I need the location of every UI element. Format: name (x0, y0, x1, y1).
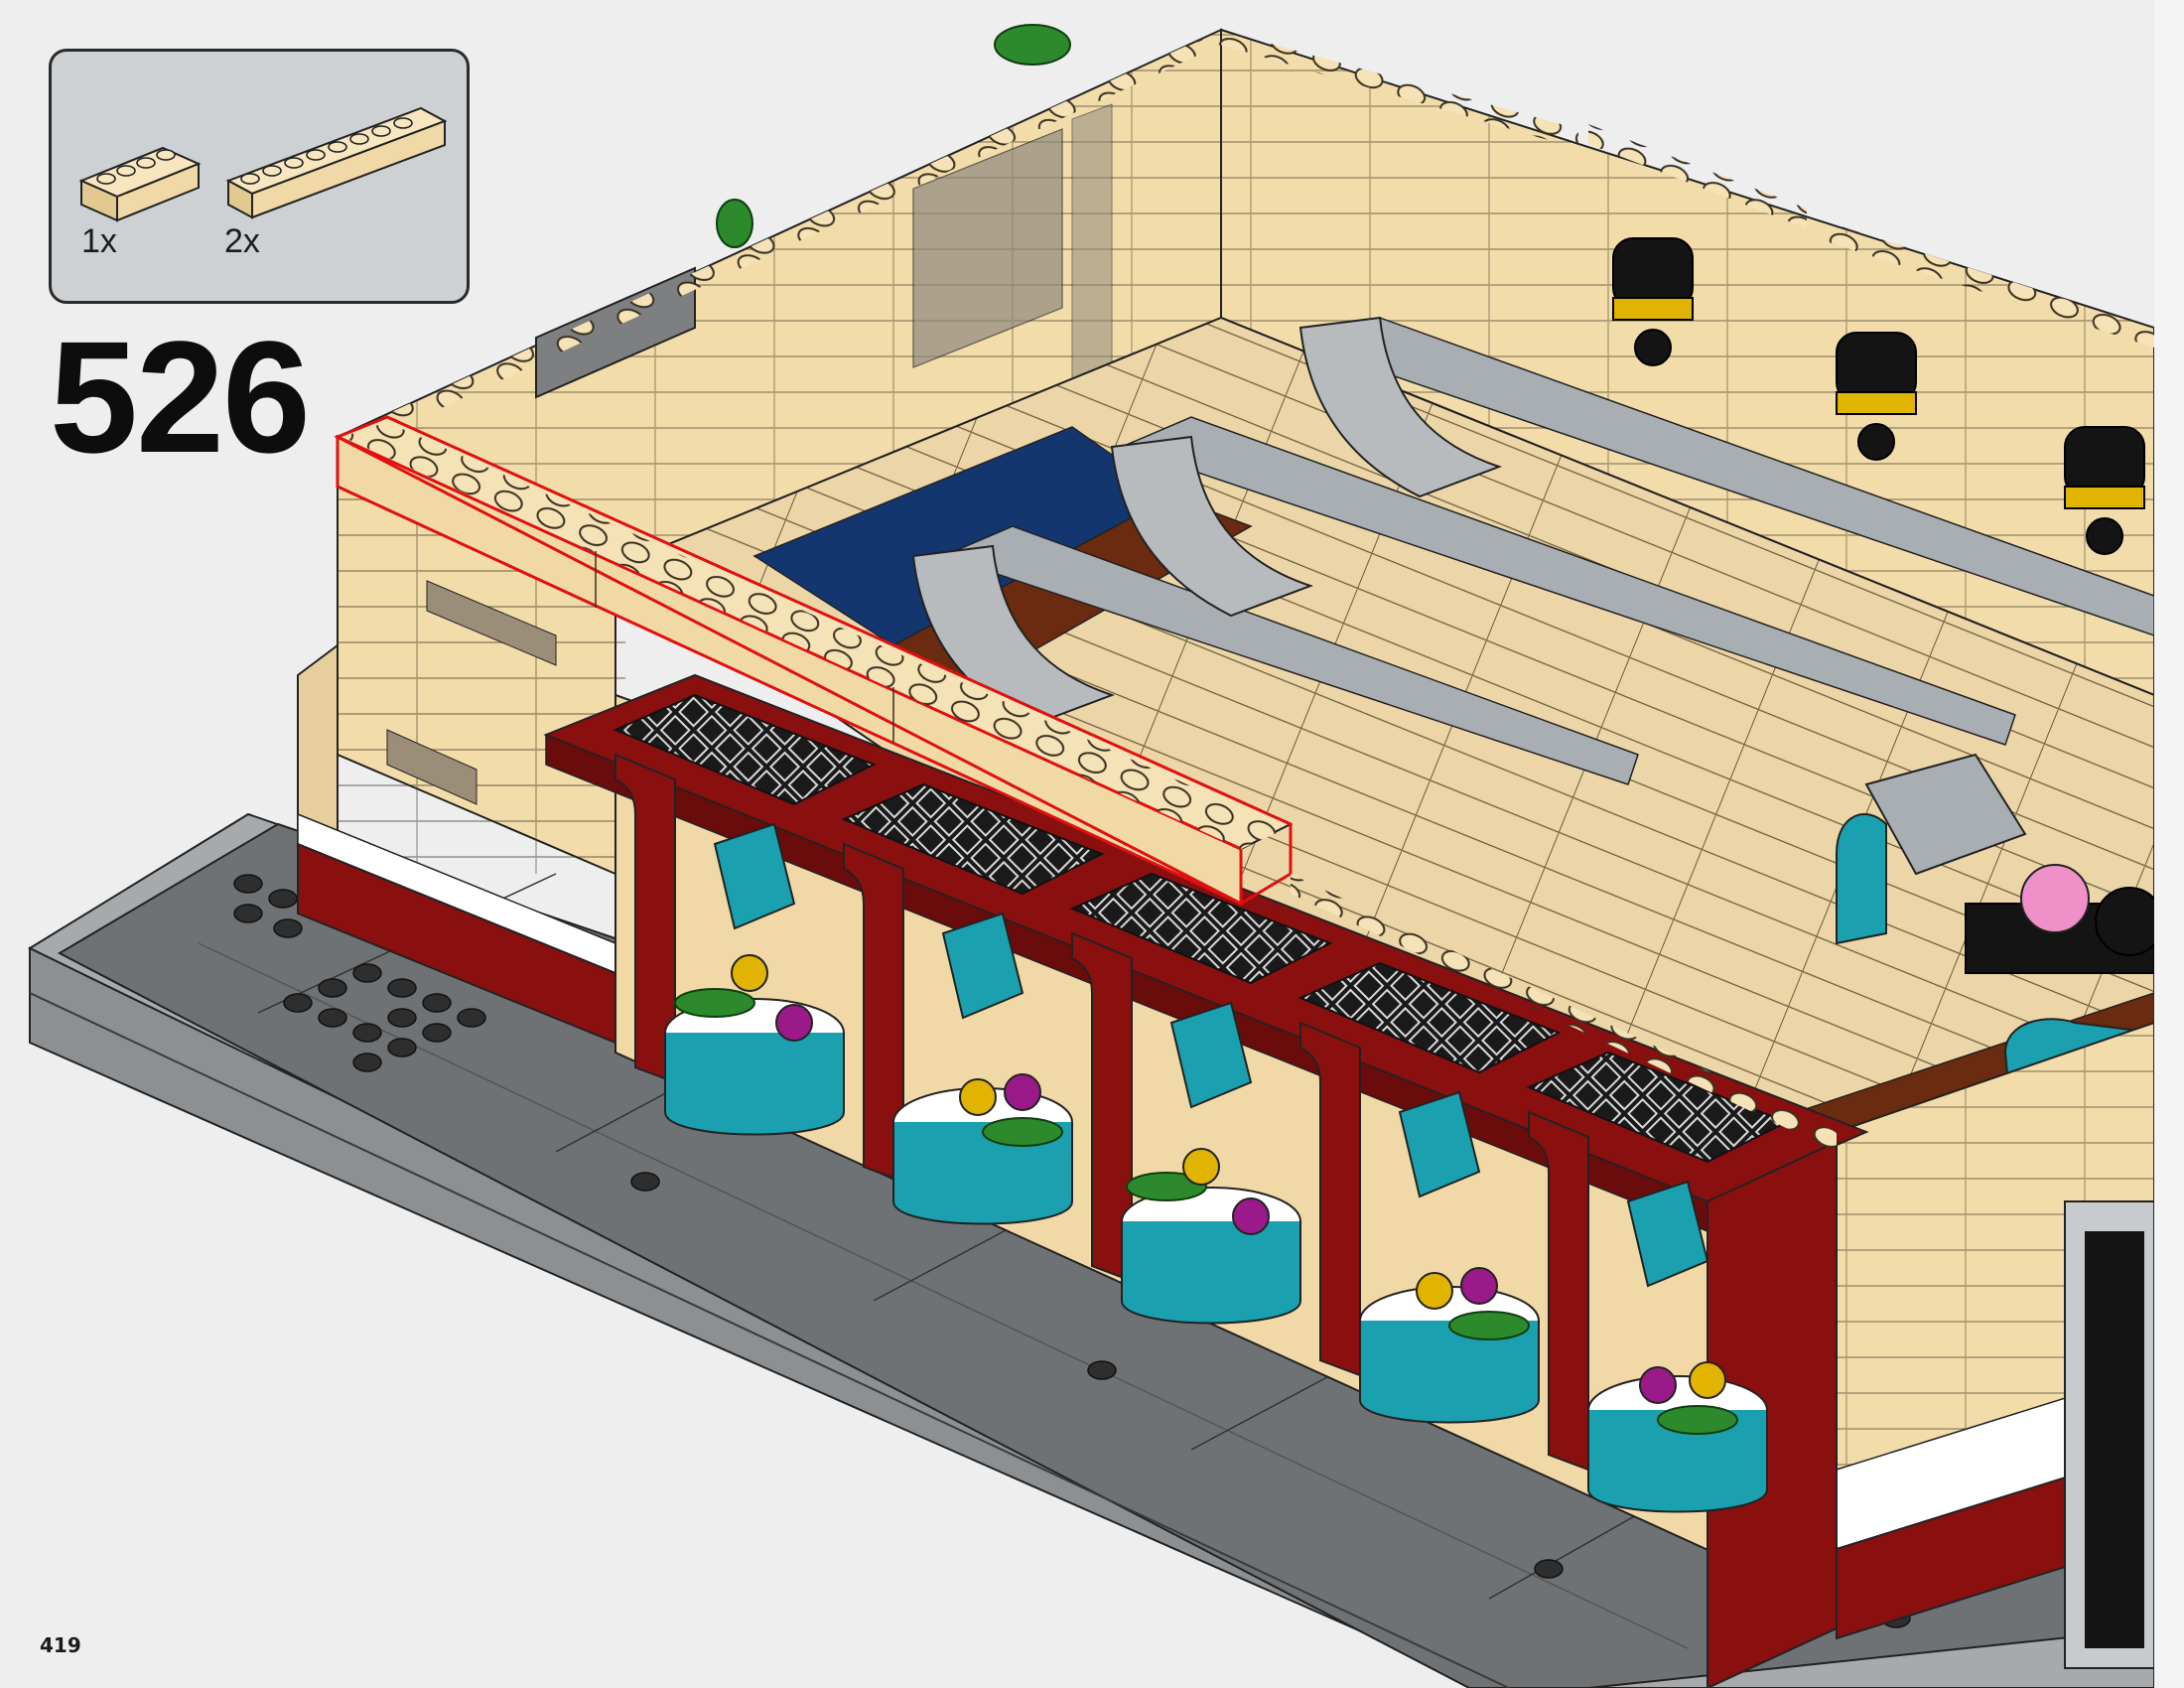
flower-planters (664, 954, 1768, 1513)
hanging-signs (713, 822, 1709, 1288)
step-number: 526 (50, 308, 311, 486)
planter (1359, 1267, 1540, 1424)
planter (892, 1073, 1073, 1225)
planter (664, 954, 845, 1136)
planter (1121, 1148, 1301, 1325)
part-quantity: 1x (81, 222, 117, 260)
window-grilles (613, 693, 1790, 1164)
page-edge (2154, 0, 2184, 1688)
wall-lamp (1612, 237, 1694, 366)
wall-lamp (2064, 426, 2145, 555)
part-tan-brick-1x4 (78, 146, 202, 222)
part-quantity: 2x (224, 222, 260, 260)
parts-callout: 1x 2x (49, 49, 470, 304)
back-left-wall (335, 24, 1231, 568)
planter (1587, 1361, 1768, 1513)
part-tan-brick-1x8 (225, 106, 448, 219)
new-brick-highlight (334, 415, 1837, 1152)
arch-columns (614, 753, 1838, 1688)
page-number: 419 (40, 1633, 81, 1657)
wall-lamp (1836, 332, 1917, 461)
